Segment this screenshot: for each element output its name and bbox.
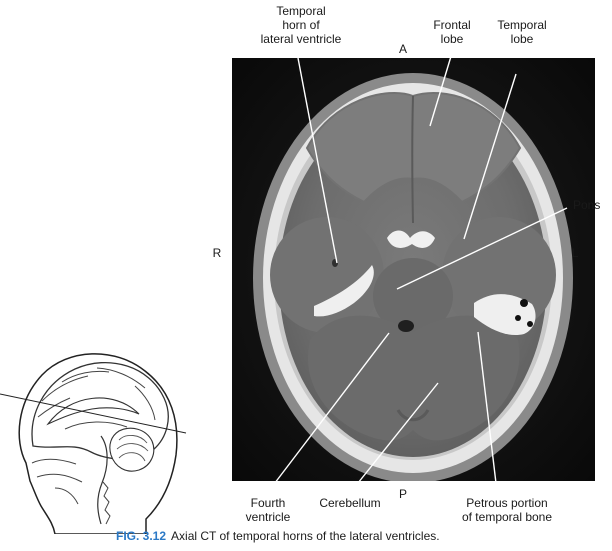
head-sagittal-sketch: [0, 353, 187, 534]
axial-ct-scan-image: [232, 58, 595, 481]
right-mastoid-air-2: [515, 315, 521, 321]
cerebellum-label: Cerebellum: [319, 496, 381, 510]
temporal-lobe-label: Temporal lobe: [497, 18, 547, 46]
temporal-horn-label: Temporal horn of lateral ventricle: [260, 4, 342, 46]
right-mastoid-air-3: [527, 321, 533, 327]
fourth-ventricle-mark: [398, 320, 414, 332]
fourth-ventricle-label: Fourth ventricle: [245, 496, 291, 524]
left-temporal-horn-mark: [332, 259, 338, 267]
anterior-marker: A: [398, 42, 407, 56]
brainstem-outline: [97, 435, 108, 525]
right-marker: R: [212, 246, 222, 260]
nasal-airway: [31, 458, 83, 505]
petrous-portion-label: Petrous portion of temporal bone: [461, 496, 553, 524]
figure-number: FIG. 3.12: [116, 529, 167, 543]
caption-text: Axial CT of temporal horns of the latera…: [171, 529, 440, 543]
left-petrous-bone: [314, 265, 374, 317]
spine-column: [102, 481, 111, 525]
axial-plane-line: [0, 393, 187, 434]
posterior-marker: P: [398, 487, 407, 501]
midline-fissure: [411, 95, 414, 224]
right-petrous-bone: [474, 294, 536, 336]
left-marker: L: [571, 246, 579, 260]
figure-caption: FIG. 3.12 Axial CT of temporal horns of t…: [116, 527, 606, 545]
brain-gyri-lines: [37, 367, 156, 430]
axial-ct-scan-panel: [232, 58, 595, 481]
pons-label: Pons: [573, 198, 601, 212]
frontal-lobe-label: Frontal lobe: [433, 18, 471, 46]
right-mastoid-air-1: [520, 299, 528, 307]
cerebellum-folia: [116, 435, 149, 462]
corpus-callosum: [47, 397, 140, 425]
